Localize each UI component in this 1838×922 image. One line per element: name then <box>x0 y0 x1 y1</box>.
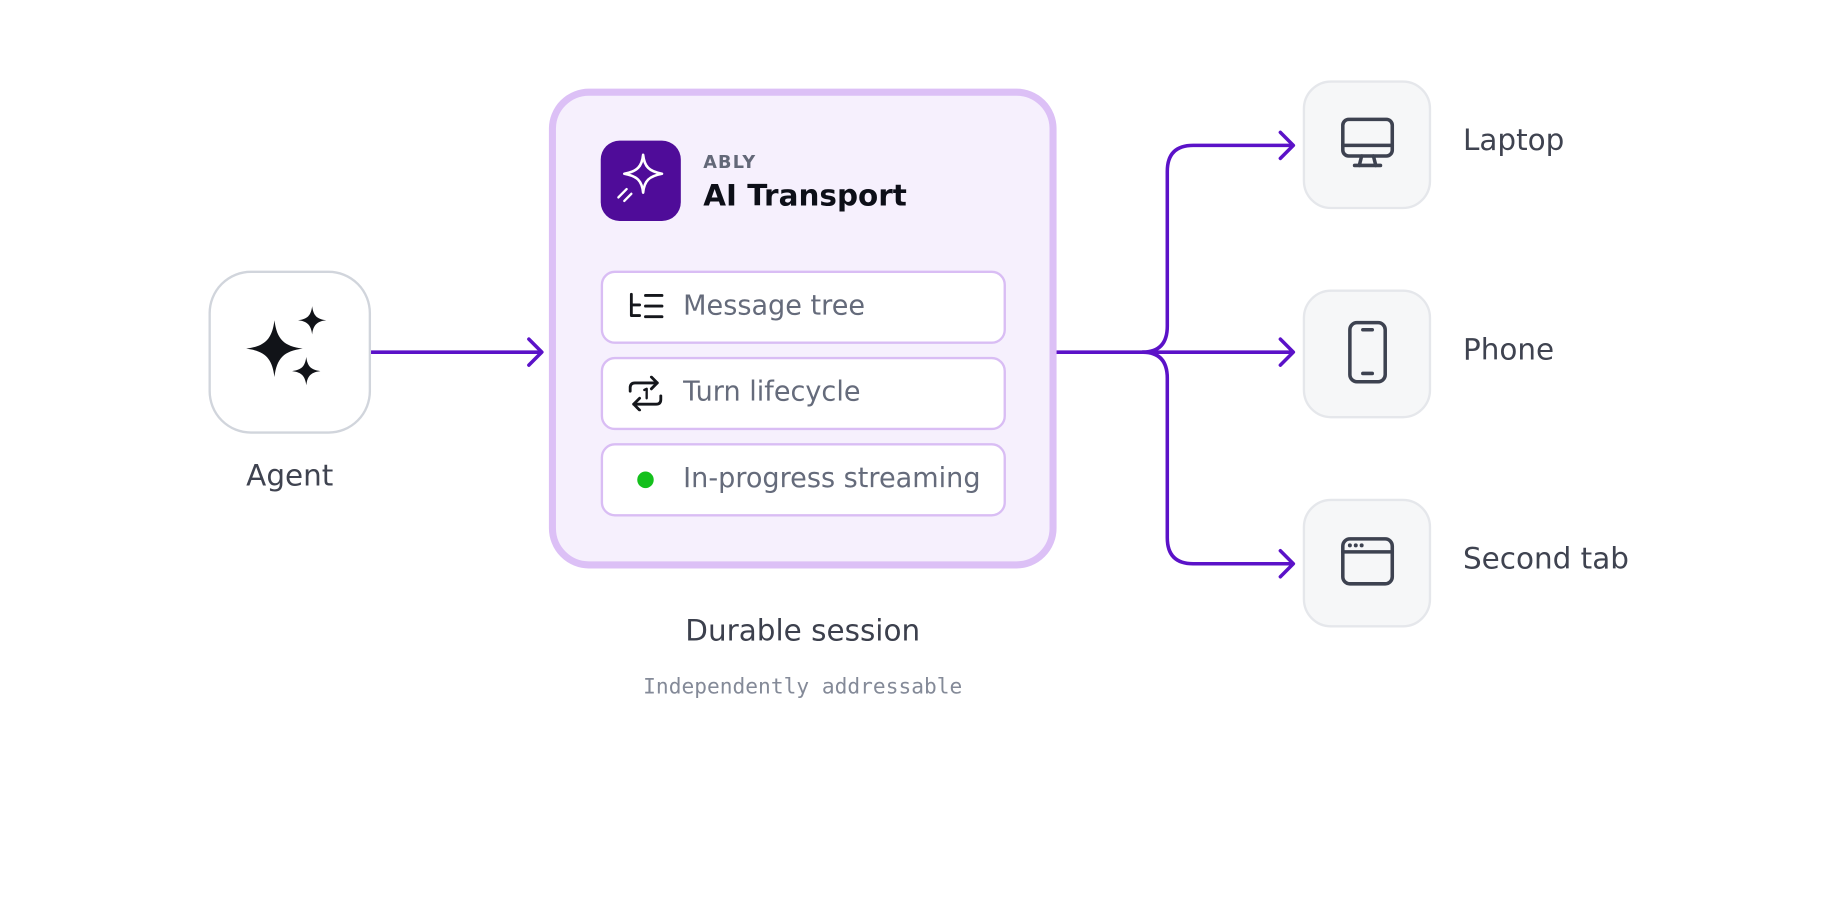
brand-logo <box>600 140 681 221</box>
feature-label: Message tree <box>683 290 866 322</box>
feature-label: Turn lifecycle <box>683 376 861 408</box>
feature-message-tree: Message tree <box>600 270 1006 344</box>
agent-to-session-arrow <box>369 337 544 367</box>
device-phone <box>1302 289 1432 419</box>
session-to-phone-arrow <box>1140 337 1296 367</box>
browser-window-icon <box>1339 535 1396 592</box>
brand-title: AI Transport <box>703 178 907 213</box>
device-label-second-tab: Second tab <box>1462 541 1629 576</box>
session-to-laptop-arrow <box>1054 130 1296 354</box>
feature-turn-lifecycle: Turn lifecycle <box>600 356 1006 431</box>
connectors <box>369 130 1296 579</box>
feature-label: In-progress streaming <box>683 463 981 494</box>
device-second-tab <box>1302 498 1432 628</box>
repeat-icon <box>627 375 665 412</box>
live-dot-icon <box>627 463 665 496</box>
brand-kicker: ABLY <box>703 151 757 173</box>
sparkles-icon <box>244 304 336 401</box>
durable-session-node: ABLY AI Transport Message tree <box>548 88 1057 569</box>
sparkle-icon <box>613 150 670 211</box>
monitor-icon <box>1339 115 1396 174</box>
tree-list-icon <box>627 291 665 324</box>
session-sublabel: Independently addressable <box>643 674 963 700</box>
device-laptop <box>1302 80 1432 210</box>
device-label-phone: Phone <box>1462 332 1555 367</box>
smartphone-icon <box>1346 320 1388 389</box>
agent-label: Agent <box>246 458 334 493</box>
session-label: Durable session <box>685 613 921 648</box>
session-to-second-tab-arrow <box>1140 350 1296 579</box>
device-label-laptop: Laptop <box>1462 122 1565 158</box>
agent-node <box>208 270 372 434</box>
feature-in-progress-streaming: In-progress streaming <box>600 443 1006 517</box>
